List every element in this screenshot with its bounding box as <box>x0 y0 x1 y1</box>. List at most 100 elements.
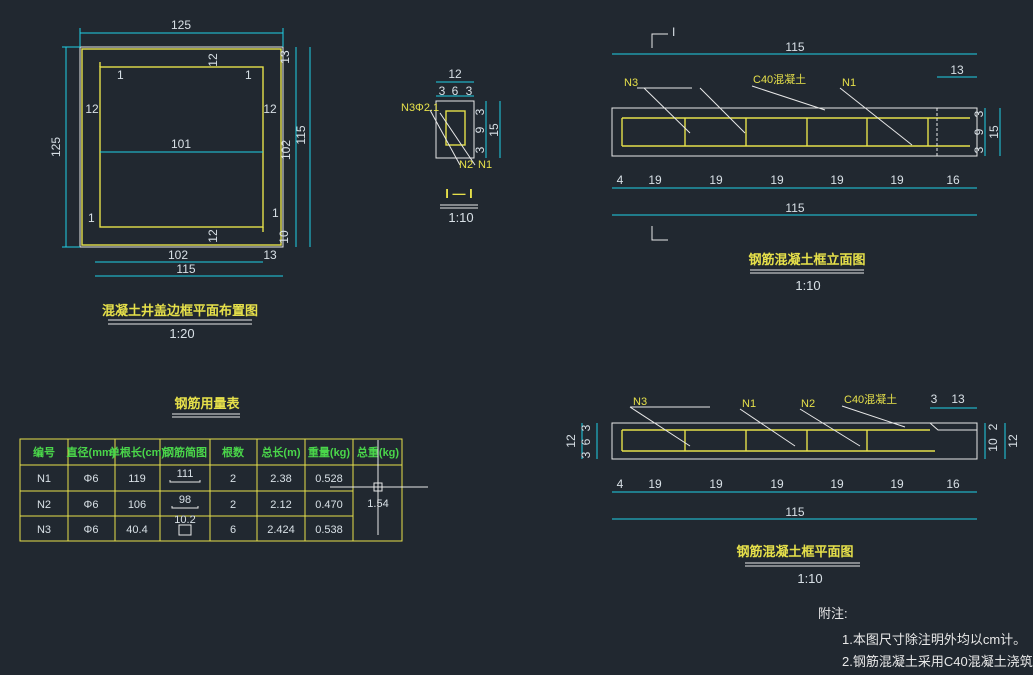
elevation-view: 115 13 N3 C40混凝土 N1 3 9 3 15 4 19 19 19 … <box>611 25 1001 293</box>
elevation-outline <box>611 107 978 157</box>
pframe-left-dim: 6 <box>579 438 593 445</box>
section-dim-3: 3 <box>473 108 487 115</box>
elev-c40-label: C40混凝土 <box>753 72 806 86</box>
cell-id: N3 <box>37 524 51 536</box>
cell-len: 119 <box>128 473 146 485</box>
table-header: 直径(mm) <box>67 445 116 459</box>
frame-notch <box>929 422 977 431</box>
section-view: 12 3 6 3 3 9 3 15 N3Φ2.1 N2 N1 I — I 1:1… <box>401 67 501 225</box>
elev-spacing: 4 <box>617 173 624 187</box>
plan-dim-inner: 101 <box>171 137 191 151</box>
section-dim-6: 6 <box>452 84 459 98</box>
leader-line <box>739 408 796 447</box>
plan-dim-12-left: 12 <box>85 102 99 116</box>
plan-dim-left: 125 <box>49 137 63 157</box>
table-title: 钢筋用量表 <box>174 396 240 411</box>
frame-outer-outline <box>79 46 284 248</box>
pframe-spacing: 19 <box>830 477 844 491</box>
pframe-spacing: 4 <box>617 477 624 491</box>
frame-outer-rebar <box>81 48 282 246</box>
section-dim-h: 15 <box>487 123 501 137</box>
section-n3-label: N3Φ2.1 <box>401 102 439 114</box>
plan-dim-12-right: 12 <box>263 102 277 116</box>
section-dim-w: 12 <box>448 67 462 81</box>
cell-shape: 10.2 <box>174 514 195 526</box>
note-item: 1.本图尺寸除注明外均以cm计。 <box>842 632 1026 647</box>
shape-sketch <box>171 506 199 509</box>
pframe-n2-label: N2 <box>801 398 815 410</box>
cell-total: 2.424 <box>267 524 295 536</box>
elev-title: 钢筋混凝土框立面图 <box>748 252 865 267</box>
pframe-n3-label: N3 <box>633 396 647 408</box>
elev-n3-label: N3 <box>624 77 638 89</box>
plan-layout-view: 125 125 101 12 13 12 12 12 10 1 1 1 1 10… <box>49 18 311 341</box>
table-row: N2 Φ6 106 98 2 2.12 0.470 <box>37 494 343 511</box>
elev-spacing: 19 <box>770 173 784 187</box>
elev-dim-top: 115 <box>785 40 804 54</box>
leader-line <box>751 85 826 111</box>
elev-dim-13: 13 <box>950 63 964 77</box>
cell-shape: 111 <box>177 468 194 480</box>
pframe-right-dim: 2 <box>986 423 1000 430</box>
elev-n1-label: N1 <box>842 77 856 89</box>
pframe-spacing: 19 <box>648 477 662 491</box>
shape-sketch <box>169 480 201 483</box>
table-border <box>19 438 403 542</box>
plan-dim-bottom-outer: 115 <box>176 262 195 276</box>
plan-dim-1: 1 <box>117 68 124 82</box>
section-n1-label: N1 <box>478 159 492 171</box>
plan-dim-right-inner: 102 <box>279 140 293 160</box>
rebar-table: 钢筋用量表 编号 直径(mm) 单根长(cm) 钢筋简图 根数 总长(m) 重量… <box>19 396 403 542</box>
cut-mark <box>651 226 668 241</box>
cell-count: 2 <box>230 473 236 485</box>
cell-dia: Φ6 <box>84 473 99 485</box>
frame-inner-rebar <box>99 66 264 228</box>
notes-heading: 附注: <box>818 606 848 621</box>
plan-scale: 1:20 <box>169 326 194 341</box>
plan-dim-1: 1 <box>245 68 252 82</box>
elev-spacing: 16 <box>946 173 960 187</box>
elev-spacing: 19 <box>890 173 904 187</box>
section-dim-3: 3 <box>466 84 473 98</box>
cell-weight: 0.470 <box>315 499 343 511</box>
leader-line <box>839 87 913 146</box>
plan-dim-1: 1 <box>272 206 279 220</box>
cad-crosshair[interactable] <box>330 440 428 535</box>
elev-spacing: 19 <box>709 173 723 187</box>
plan-dim-13-bottom: 13 <box>263 248 277 262</box>
pframe-dim-3: 3 <box>931 392 938 406</box>
section-title: I — I <box>445 186 472 201</box>
pframe-scale: 1:10 <box>797 571 822 586</box>
pframe-left-dim: 3 <box>579 451 593 458</box>
table-header: 总长(m) <box>261 445 300 459</box>
cell-len: 106 <box>128 499 146 511</box>
table-header: 钢筋简图 <box>163 445 207 459</box>
plan-dim-12-bottom: 12 <box>206 229 220 243</box>
shape-sketch <box>178 524 192 536</box>
cut-label: I <box>672 25 675 39</box>
pframe-spacing: 19 <box>890 477 904 491</box>
section-dim-9: 9 <box>473 126 487 133</box>
cell-weight: 0.528 <box>315 473 343 485</box>
plan-dim-12-top: 12 <box>206 53 220 67</box>
leader-line <box>439 112 476 166</box>
plan-dim-1: 1 <box>88 211 95 225</box>
cell-total: 2.38 <box>270 473 291 485</box>
plan-dim-right-outer: 115 <box>294 125 308 144</box>
section-dim-3: 3 <box>439 84 446 98</box>
elev-spacing: 19 <box>830 173 844 187</box>
table-header: 编号 <box>33 445 55 459</box>
plan-title: 混凝土井盖边框平面布置图 <box>102 303 258 318</box>
leader-line <box>799 408 861 447</box>
elev-right-dim: 3 <box>972 110 986 117</box>
leader-line <box>699 87 746 134</box>
pframe-right-dim: 10 <box>986 438 1000 452</box>
cell-dia: Φ6 <box>84 524 99 536</box>
section-stirrup <box>445 110 466 146</box>
leader-line <box>429 109 461 166</box>
table-header: 重量(kg) <box>308 445 350 459</box>
pframe-spacing: 19 <box>770 477 784 491</box>
plan-frame-outline <box>611 422 978 460</box>
leader-line <box>629 406 691 447</box>
elev-right-dim: 9 <box>972 128 986 135</box>
